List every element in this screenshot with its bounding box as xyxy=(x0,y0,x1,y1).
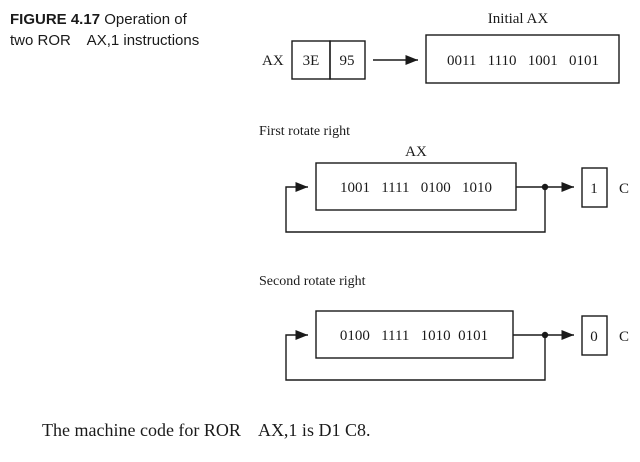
second-carry-label: C xyxy=(619,329,629,345)
figure-number: 4.17 xyxy=(70,11,101,28)
low-byte-value: 95 xyxy=(340,53,355,69)
second-loop-back-line xyxy=(285,329,546,381)
first-carry-value: 1 xyxy=(590,181,598,197)
second-carry-value: 0 xyxy=(590,329,598,345)
first-register-label: AX xyxy=(405,144,427,160)
first-ax-bits: 1001 1111 0100 1010 xyxy=(340,180,492,196)
initial-ax-register xyxy=(425,34,620,84)
figure-label: FIGURE xyxy=(10,11,67,28)
first-carry-box xyxy=(581,167,608,208)
second-ax-bits: 0100 1111 1010 0101 xyxy=(340,328,488,344)
second-rotate-heading: Second rotate right xyxy=(259,274,366,289)
high-byte-value: 3E xyxy=(303,53,320,69)
figure-title-line1: Operation of xyxy=(104,11,187,28)
figure-caption: FIGURE 4.17 Operation of two ROR AX,1 in… xyxy=(10,9,250,51)
low-byte-box xyxy=(329,40,366,80)
figure-title-line2: two ROR AX,1 instructions xyxy=(10,32,200,49)
initial-ax-heading: Initial AX xyxy=(488,11,549,27)
first-loop-back-line xyxy=(285,181,546,233)
first-rotate-heading: First rotate right xyxy=(259,124,350,139)
second-carry-box xyxy=(581,315,608,356)
machine-code-note: The machine code for ROR AX,1 is D1 C8. xyxy=(42,420,371,440)
initial-ax-bits: 0011 1110 1001 0101 xyxy=(447,53,599,69)
initial-register-label: AX xyxy=(262,53,284,69)
first-carry-label: C xyxy=(619,181,629,197)
